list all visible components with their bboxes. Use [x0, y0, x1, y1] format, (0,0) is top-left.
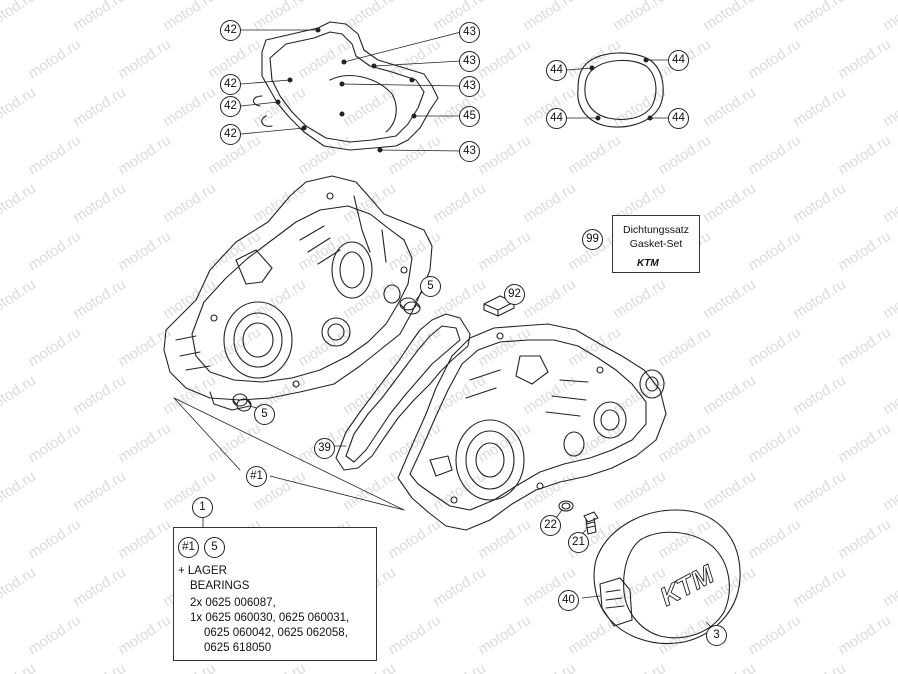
- callout-5: 5: [420, 276, 441, 297]
- callout-1: 1: [192, 497, 213, 518]
- bearings-line: + LAGER: [178, 565, 227, 577]
- callout-43: 43: [459, 51, 480, 72]
- callout-5: 5: [254, 404, 275, 425]
- callout-44: 44: [668, 108, 689, 129]
- bearing-lower: [232, 393, 252, 412]
- o-ring-22: [555, 500, 574, 519]
- callout-1-assembly: #1: [246, 466, 267, 487]
- callout-44: 44: [546, 108, 567, 129]
- callout-43: 43: [459, 22, 480, 43]
- callout-99: 99: [582, 229, 603, 250]
- callout-5: 5: [204, 537, 225, 558]
- bearings-info-box: #1 5 + LAGER BEARINGS 2x 0625 006087, 1x…: [173, 527, 377, 661]
- callout-39: 39: [314, 438, 335, 459]
- callout-45: 45: [459, 106, 480, 127]
- clutch-cover-gasket: [252, 21, 439, 153]
- callout-92: 92: [504, 284, 525, 305]
- callout-22: 22: [540, 515, 561, 536]
- cover-logo: KTM: [655, 558, 720, 612]
- kit-title-de: Dichtungssatz: [623, 224, 689, 236]
- leader-lines-top-left: [240, 29, 462, 152]
- callout-42: 42: [220, 20, 241, 41]
- kit-title-en: Gasket-Set: [629, 238, 683, 250]
- callout-42: 42: [220, 74, 241, 95]
- callout-42: 42: [220, 96, 241, 117]
- bearings-line: 2x 0625 006087,: [190, 597, 276, 609]
- callout-3: 3: [706, 625, 727, 646]
- bearings-line: 0625 618050: [204, 642, 272, 654]
- callout-44: 44: [668, 50, 689, 71]
- ignition-cover: KTM: [581, 509, 741, 645]
- ktm-logo: KTM: [637, 258, 659, 269]
- callout-43: 43: [459, 141, 480, 162]
- assembly-leader-lines: [173, 397, 405, 511]
- right-crankcase-half: [397, 323, 667, 531]
- ignition-cover-gasket: [566, 52, 671, 128]
- callout-21: 21: [568, 532, 589, 553]
- bearings-line: 0625 060042, 0625 062058,: [204, 627, 348, 639]
- callout-44: 44: [546, 60, 567, 81]
- left-crankcase-half: [163, 175, 433, 411]
- callout-43: 43: [459, 76, 480, 97]
- bearing-upper: [399, 291, 423, 315]
- callout-1-assembly: #1: [178, 537, 199, 558]
- bearings-line: BEARINGS: [190, 580, 250, 592]
- callout-42: 42: [220, 124, 241, 145]
- crankcase-gasket: [335, 313, 471, 471]
- bearings-line: 1x 0625 060030, 0625 060031,: [190, 612, 350, 624]
- callout-40: 40: [558, 590, 579, 611]
- drain-plug-21: [581, 511, 599, 535]
- gasket-kit-box: Dichtungssatz Gasket-Set KTM: [612, 215, 700, 273]
